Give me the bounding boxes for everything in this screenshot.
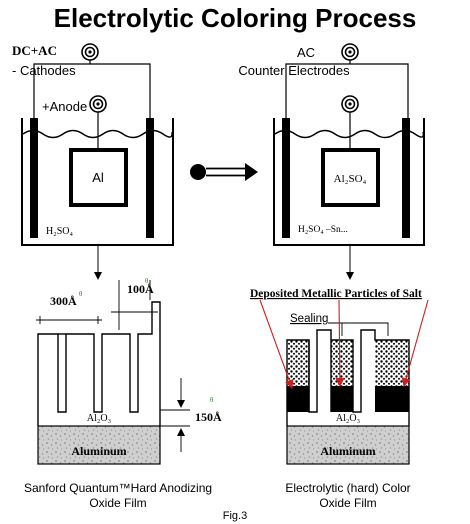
right-cell: AC Counter Electrodes Al₂SO₄ H₂SO₄ –Sn..… [238, 43, 425, 246]
right-power-label: AC [297, 45, 315, 60]
pore-width-marker: θ [79, 290, 83, 298]
right-oxide-label: Al₂O₃ [336, 413, 360, 424]
right-film: Aluminum Al₂O₃ Deposited Metallic Partic… [250, 288, 429, 510]
aluminum-part [69, 148, 128, 207]
particles-label: Deposited Metallic Particles of Salt [250, 288, 422, 300]
right-aluminum-substrate [286, 425, 410, 465]
right-electrolyte-surface [274, 129, 425, 139]
wall-width-label: 100Å [127, 282, 154, 296]
right-cathode-plate [146, 118, 154, 238]
left-oxide-label: Al₂O₃ [87, 413, 111, 424]
left-caption-line-1: Sanford Quantum™Hard Anodizing [24, 481, 212, 495]
left-cathode-plate [30, 118, 38, 238]
barrier-thickness-marker: θ [210, 396, 214, 404]
right-part-label: Al₂SO₄ [334, 173, 367, 185]
cathode-wire [33, 63, 151, 118]
left-power-label: DC+AC [12, 43, 57, 58]
left-film: Aluminum Al₂O₃ 300Å θ 100Å θ 150Å θ Sanf… [24, 277, 222, 510]
particle-arrow-2 [335, 299, 345, 387]
left-cathodes-label: - Cathodes [12, 63, 76, 78]
ac-source-icon [81, 43, 99, 61]
diagram-title: Electrolytic Coloring Process [54, 3, 417, 33]
sealing-fill-2 [331, 340, 353, 386]
left-substrate-label: Aluminum [71, 444, 126, 458]
sealing-fill-edge [397, 340, 409, 386]
right-electrolyte-label: H₂SO₄ –Sn... [298, 225, 348, 235]
figure-label: Fig.3 [223, 510, 247, 522]
metal-deposit-edge [397, 386, 409, 412]
part-source-icon [341, 95, 359, 113]
left-counter-electrode [282, 118, 290, 238]
wall-width-marker: θ [145, 277, 149, 285]
sealing-leader-2 [342, 322, 389, 336]
part-label: Al [92, 170, 104, 185]
ac-source-icon-right [341, 43, 359, 61]
metal-deposit-1 [287, 386, 309, 412]
left-electrolyte-label: H₂SO₄ [46, 226, 73, 237]
anode-label: +Anode [42, 99, 87, 114]
sealing-fill-3 [375, 340, 397, 386]
right-counter-electrode [402, 118, 410, 238]
right-caption-line-1: Electrolytic (hard) Color [285, 481, 410, 495]
particle-arrow-3 [401, 299, 429, 387]
metal-deposit-3 [375, 386, 397, 412]
sealing-fill-1 [287, 340, 309, 386]
right-substrate-label: Aluminum [320, 444, 375, 458]
left-cell: DC+AC - Cathodes +Anode Al H₂SO₄ [12, 43, 174, 246]
left-aluminum-substrate [37, 425, 161, 465]
right-caption-line-2: Oxide Film [319, 496, 376, 510]
left-oxide-profile [37, 301, 161, 426]
sealing-label: Sealing [290, 313, 328, 325]
left-caption-line-2: Oxide Film [89, 496, 146, 510]
left-electrolyte-surface [22, 129, 173, 139]
anode-source-icon [89, 95, 107, 113]
counter-electrodes-label: Counter Electrodes [238, 63, 350, 78]
metal-deposit-2 [331, 386, 353, 412]
barrier-thickness-label: 150Å [195, 410, 222, 424]
pore-width-label: 300Å [50, 294, 77, 308]
particle-arrow-1 [259, 299, 294, 389]
process-arrow [190, 163, 258, 181]
right-tank [273, 118, 425, 246]
anodized-part [321, 148, 380, 207]
counter-electrode-wire [285, 63, 409, 118]
process-start-dot [190, 164, 206, 180]
process-arrow-head [245, 163, 258, 181]
